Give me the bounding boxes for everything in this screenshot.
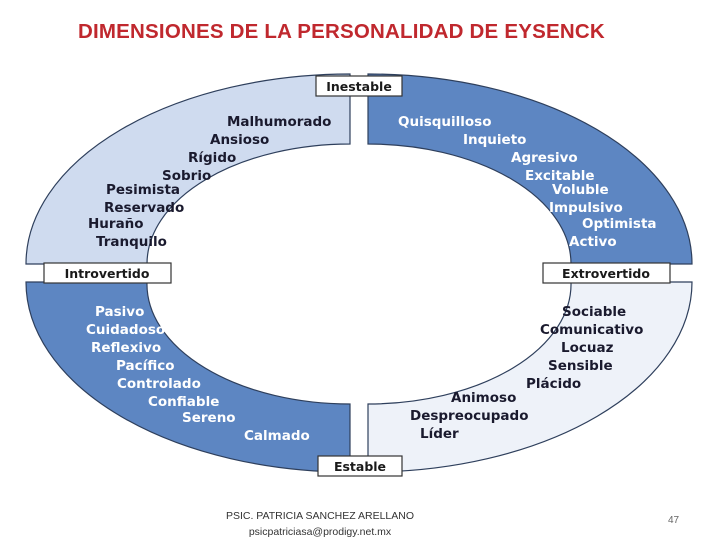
trait-word: Controlado [117, 376, 201, 392]
trait-word: Líder [420, 426, 459, 442]
quadrant-extroverted-unstable [367, 73, 693, 265]
trait-word: Malhumorado [227, 114, 331, 130]
trait-word: Confiable [148, 394, 219, 410]
trait-word: Rígido [188, 150, 236, 166]
axis-stable-label: Estable [334, 459, 386, 474]
trait-word: Despreocupado [410, 408, 528, 424]
axis-extroverted-label: Extrovertido [562, 266, 650, 281]
slide-title: DIMENSIONES DE LA PERSONALIDAD DE EYSENC… [78, 20, 605, 43]
footer-author: PSIC. PATRICIA SANCHEZ ARELLANO [225, 510, 415, 522]
trait-word: Activo [569, 234, 617, 250]
traits-extroverted-unstable: Quisquilloso Inquieto Agresivo Excitable… [398, 114, 657, 250]
trait-word: Animoso [451, 390, 516, 406]
footer-email: psicpatriciasa@prodigy.net.mx [248, 526, 392, 538]
trait-word: Reservado [104, 200, 184, 216]
slide-footer: PSIC. PATRICIA SANCHEZ ARELLANO psicpatr… [190, 508, 450, 540]
trait-word: Comunicativo [540, 322, 643, 338]
page-number: 47 [668, 515, 680, 526]
trait-word: Optimista [582, 216, 657, 232]
trait-word: Reflexivo [91, 340, 161, 356]
quadrant-introverted-unstable [25, 73, 351, 265]
trait-word: Calmado [244, 428, 310, 444]
trait-word: Ansioso [210, 132, 269, 148]
trait-word: Plácido [526, 376, 581, 392]
trait-word: Agresivo [511, 150, 578, 166]
axis-introverted-label: Introvertido [65, 266, 150, 281]
trait-word: Huraño [88, 216, 144, 232]
axis-label-left: Introvertido [43, 262, 172, 284]
trait-word: Inquieto [463, 132, 526, 148]
trait-word: Sereno [182, 410, 236, 426]
trait-word: Quisquilloso [398, 114, 492, 130]
trait-word: Excitable [525, 168, 595, 184]
trait-word: Sociable [562, 304, 626, 320]
trait-word: Sobrio [162, 168, 211, 184]
trait-word: Sensible [548, 358, 613, 374]
trait-word: Pacífico [116, 358, 175, 374]
axis-label-bottom: Estable [317, 455, 403, 477]
trait-word: Pasivo [95, 304, 144, 320]
trait-word: Tranquilo [96, 234, 167, 250]
trait-word: Pesimista [106, 182, 180, 198]
trait-word: Impulsivo [549, 200, 623, 216]
trait-word: Voluble [552, 182, 609, 198]
axis-label-top: Inestable [315, 75, 403, 97]
axis-unstable-label: Inestable [326, 79, 392, 94]
trait-word: Locuaz [561, 340, 614, 356]
traits-introverted-stable: Pasivo Cuidadoso Reflexivo Pacífico Cont… [86, 304, 310, 444]
trait-word: Cuidadoso [86, 322, 165, 338]
traits-introverted-unstable: Malhumorado Ansioso Rígido Sobrio Pesimi… [88, 114, 331, 250]
axis-label-right: Extrovertido [542, 262, 671, 284]
traits-extroverted-stable: Sociable Comunicativo Locuaz Sensible Pl… [410, 304, 643, 442]
